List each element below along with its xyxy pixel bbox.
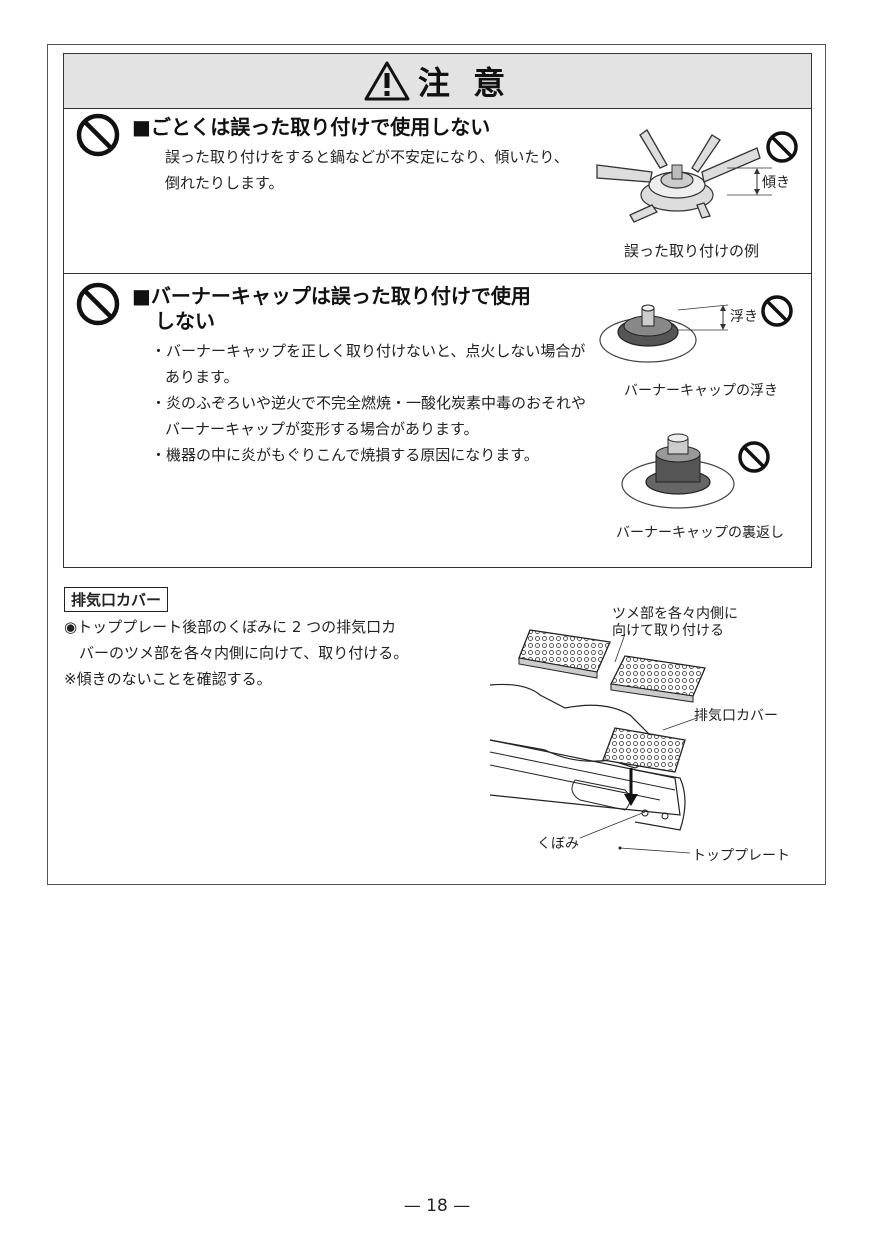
section1-heading: ■ごとくは誤った取り付けで使用しない xyxy=(132,115,491,139)
section1-caption: 誤った取り付けの例 xyxy=(624,242,760,260)
bullet-item: バーナーキャップを正しく取り付けないと、点火しない場合があります。 xyxy=(151,338,591,390)
callout-plate: トッププレート xyxy=(692,848,790,864)
burner-cap-floating-illustration xyxy=(599,304,729,363)
prohibition-icon xyxy=(766,131,798,163)
prohibition-icon xyxy=(76,282,120,326)
callout-claw-line1: ツメ部を各々内側に xyxy=(612,606,738,622)
exhaust-instruction-line2: バーのツメ部を各々内側に向けて、取り付ける。 xyxy=(79,644,409,662)
caution-box: 注 意 xyxy=(63,53,812,568)
page-frame xyxy=(47,44,826,885)
exhaust-cover-tag: 排気口カバー xyxy=(64,587,169,612)
caution-header: 注 意 xyxy=(64,54,811,109)
prohibition-icon xyxy=(738,441,770,473)
bullet-item: 炎のふぞろいや逆火で不完全燃焼・一酸化炭素中毒のおそれやバーナーキャップが変形す… xyxy=(151,390,591,442)
section1-body-line2: 倒れたりします。 xyxy=(165,174,284,192)
callout-claw-line2: 向けて取り付ける xyxy=(612,623,724,639)
prohibition-icon xyxy=(761,295,793,327)
burner-cap-reversed-illustration xyxy=(621,433,735,509)
section2-heading-line1: ■バーナーキャップは誤った取り付けで使用 xyxy=(132,284,531,308)
exhaust-cover-illustration xyxy=(489,629,706,854)
section2-heading-line2: しない xyxy=(155,309,215,333)
callout-recess: くぼみ xyxy=(537,836,579,852)
caption-float: バーナーキャップの浮き xyxy=(624,383,778,399)
warning-triangle-icon xyxy=(364,61,410,101)
page-number: — 18 — xyxy=(403,1196,471,1216)
caption-reverse: バーナーキャップの裏返し xyxy=(616,525,784,541)
float-label: 浮き xyxy=(730,309,758,325)
callout-cover: 排気口カバー xyxy=(694,708,778,724)
tilt-label: 傾き xyxy=(762,175,790,191)
section2-bullet-list: バーナーキャップを正しく取り付けないと、点火しない場合があります。 炎のふぞろい… xyxy=(151,338,591,468)
exhaust-note: ※傾きのないことを確認する。 xyxy=(64,670,272,688)
caution-title: 注 意 xyxy=(417,64,512,102)
trivet-wrong-illustration xyxy=(596,129,772,223)
prohibition-icon xyxy=(76,113,120,157)
bullet-item: 機器の中に炎がもぐりこんで焼損する原因になります。 xyxy=(151,442,591,468)
exhaust-instruction-line1: ◉トッププレート後部のくぼみに 2 つの排気口カ xyxy=(64,618,397,636)
section-divider xyxy=(64,273,811,274)
section1-body-line1: 誤った取り付けをすると鍋などが不安定になり、傾いたり、 xyxy=(165,148,569,166)
